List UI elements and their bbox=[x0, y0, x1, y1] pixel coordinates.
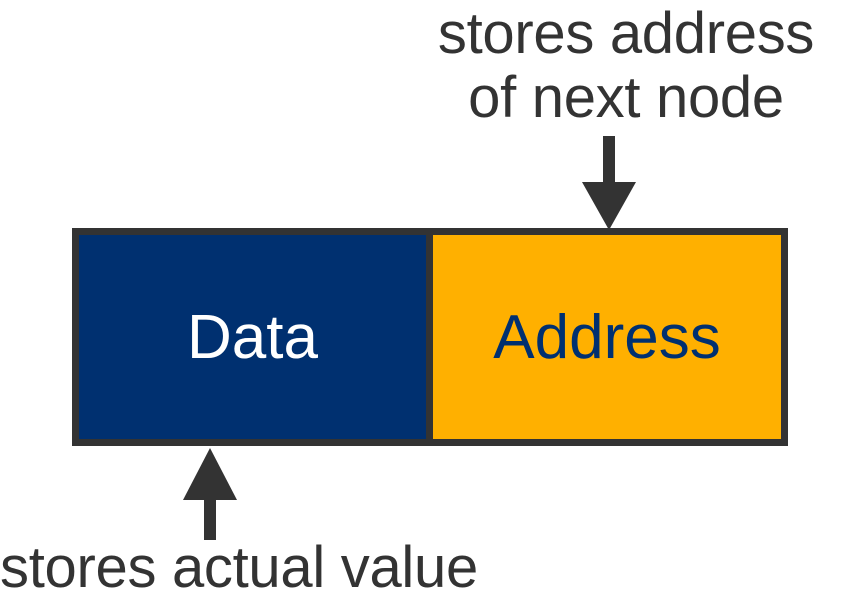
address-field: Address bbox=[433, 235, 781, 439]
address-field-label: Address bbox=[493, 302, 721, 372]
address-annotation-line2: of next node bbox=[468, 65, 784, 130]
up-arrow-icon bbox=[183, 448, 237, 540]
data-field: Data bbox=[79, 235, 433, 439]
down-arrow-icon bbox=[582, 136, 636, 230]
address-annotation: stores address of next node bbox=[406, 2, 846, 130]
data-annotation: stores actual value bbox=[0, 535, 478, 598]
data-field-label: Data bbox=[187, 302, 318, 372]
address-annotation-line1: stores address bbox=[437, 1, 815, 66]
list-node: Data Address bbox=[72, 228, 788, 446]
